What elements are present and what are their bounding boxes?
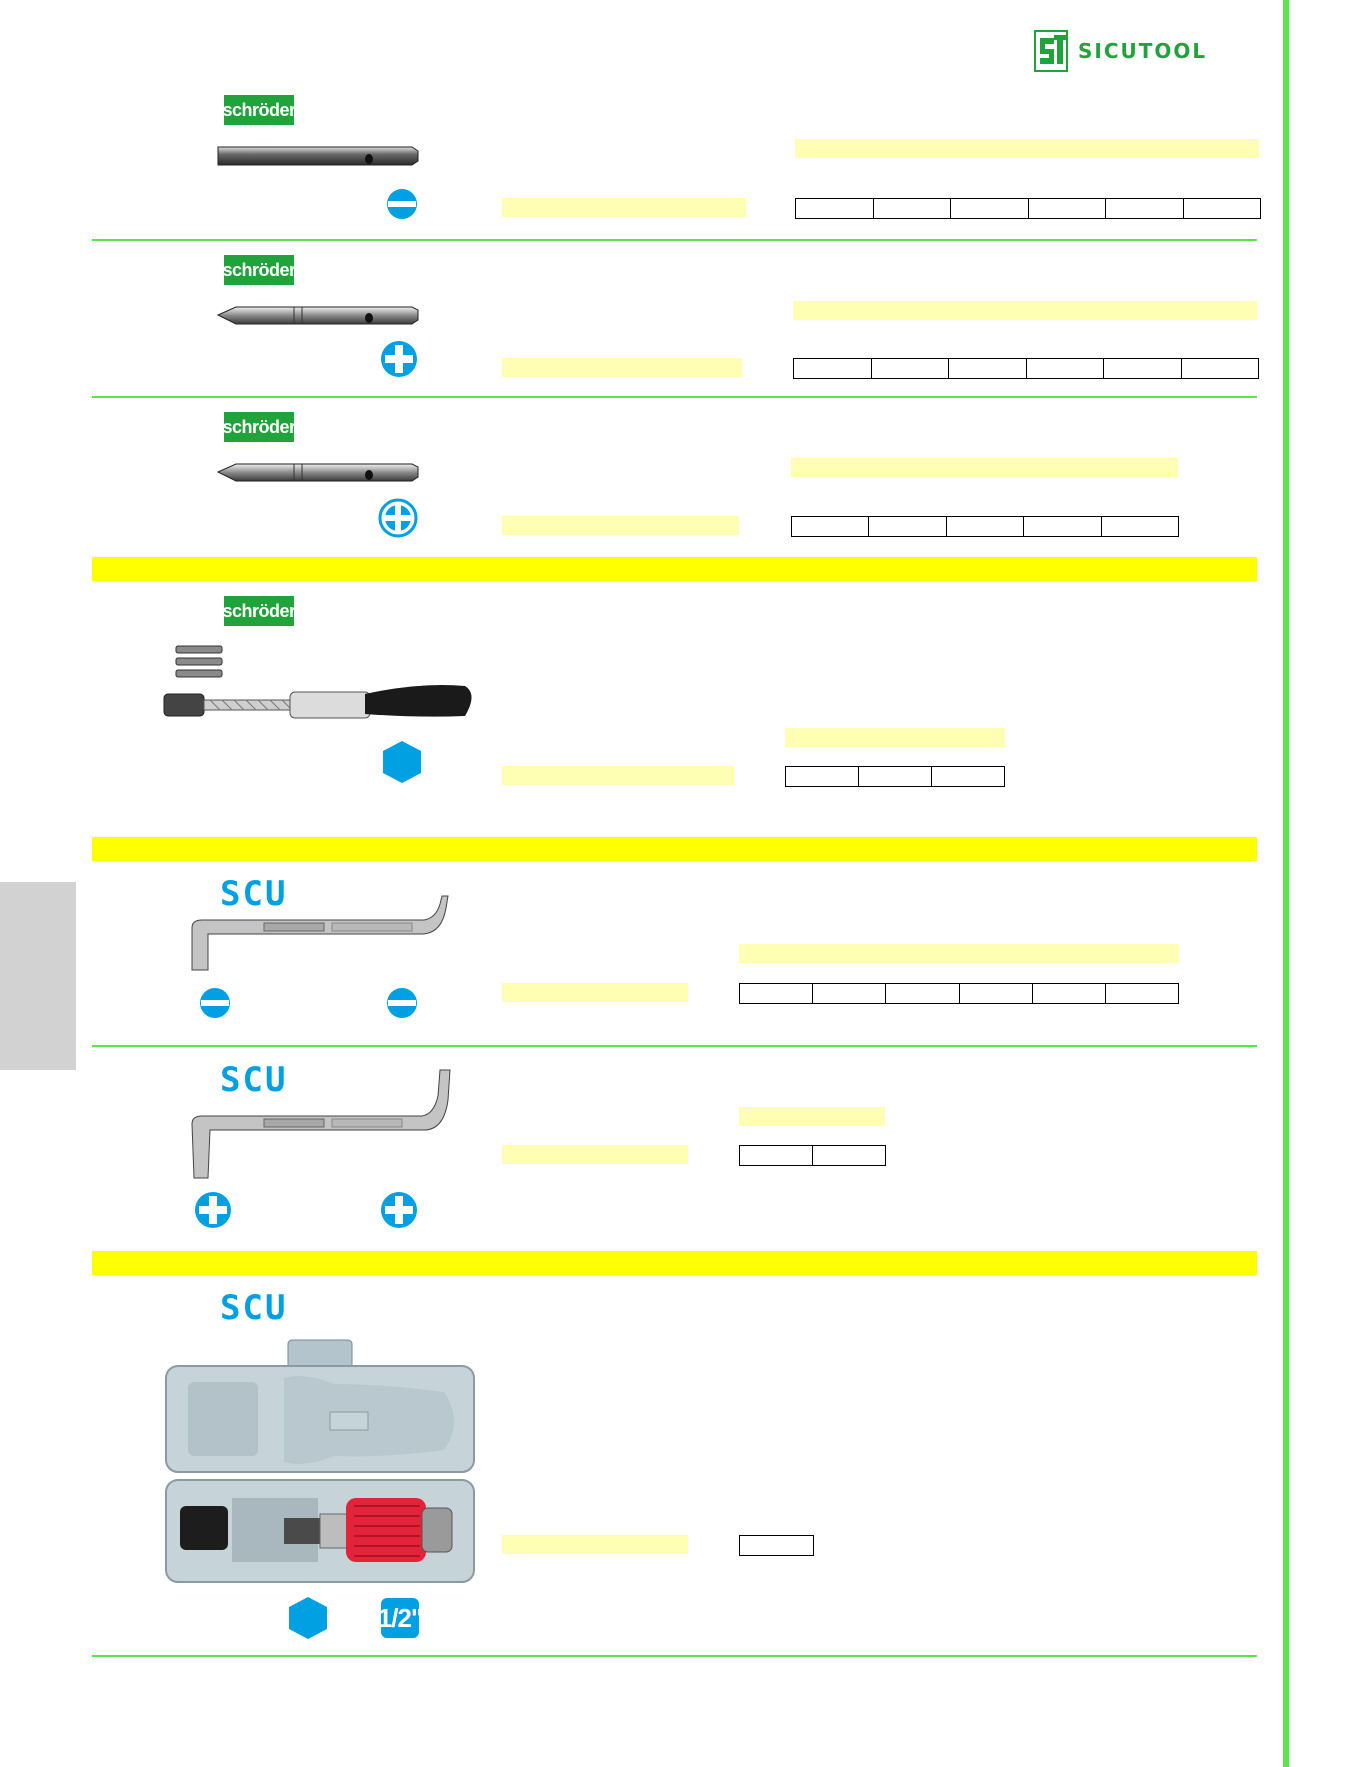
row1-size-table [795,198,1261,219]
schroder-logo: schröder [222,412,296,442]
table-cell [949,359,1027,378]
row-separator [92,1655,1257,1657]
row6-code-highlight [502,1145,688,1164]
side-tab [0,882,76,1070]
offset-phillips-screwdriver-image [191,1069,451,1179]
table-cell [794,359,872,378]
schroder-logo: schröder [222,255,296,285]
table-cell [740,1146,813,1165]
table-cell [947,517,1025,536]
table-cell [1027,359,1104,378]
offset-slotted-screwdriver-image [191,895,449,971]
row4-code-highlight [502,766,734,785]
section-band [92,837,1257,861]
row5-header-highlight [739,944,1179,963]
slotted-bit-image [217,146,419,166]
table-cell [886,984,960,1003]
scu-logo: SCU [220,1060,288,1100]
row-separator [92,1045,1257,1047]
table-cell [859,767,932,786]
table-cell [951,199,1029,218]
row1-header-highlight [795,139,1259,158]
impact-driver-set-image [165,1339,475,1583]
hex-icon [383,741,421,783]
table-cell [1182,359,1259,378]
row4-header-highlight [785,728,1005,747]
row2-code-highlight [502,358,742,377]
row6-header-highlight [739,1107,885,1126]
table-cell [960,984,1033,1003]
brand-name: SICUTOOL [1078,39,1208,63]
section-band [92,1251,1257,1275]
hex-icon [289,1597,327,1639]
sicutool-logo-icon [1034,30,1068,72]
table-cell [1102,517,1178,536]
table-cell [1029,199,1106,218]
table-cell [1024,517,1102,536]
pozidriv-bit-image [216,463,419,482]
table-cell [796,199,874,218]
row-separator [92,396,1257,398]
table-cell [1104,359,1182,378]
row4-size-table [785,766,1005,787]
table-cell [813,1146,885,1165]
slotted-tip-icon [387,988,417,1018]
row7-code-highlight [502,1535,688,1554]
phillips-tip-icon [195,1192,231,1228]
table-cell [1106,199,1184,218]
sicutool-logo: SICUTOOL [1034,30,1224,72]
table-cell [872,359,949,378]
table-cell [792,517,870,536]
section-band [92,557,1257,581]
row3-header-highlight [791,458,1178,477]
scu-logo: SCU [220,1288,288,1328]
table-cell [813,984,887,1003]
row7-size-table [739,1535,814,1556]
schroder-logo: schröder [222,95,296,125]
phillips-tip-icon [381,1192,417,1228]
row5-size-table [739,983,1179,1004]
table-cell [1184,199,1261,218]
page-edge-rule [1283,0,1289,1767]
row3-size-table [791,516,1179,537]
row-separator [92,239,1257,241]
drive-size-badge: 1/2" [378,1598,423,1638]
row1-code-highlight [502,198,746,217]
table-cell [1033,984,1106,1003]
pozidriv-tip-icon [378,498,418,538]
table-cell [932,767,1004,786]
table-cell [740,984,814,1003]
row5-code-highlight [502,983,688,1002]
row6-size-table [739,1145,886,1166]
table-cell [874,199,951,218]
spiral-ratchet-screwdriver-image [163,645,472,719]
table-cell [740,1536,813,1555]
slotted-tip-icon [387,189,417,219]
phillips-tip-icon [381,341,417,377]
row2-size-table [793,358,1259,379]
table-cell [869,517,947,536]
table-cell [1106,984,1178,1003]
schroder-logo: schröder [222,596,296,626]
scu-logo: SCU [220,874,288,914]
row3-code-highlight [502,516,739,535]
phillips-bit-image [216,306,419,325]
row2-header-highlight [793,301,1257,320]
slotted-tip-icon [200,988,230,1018]
table-cell [786,767,859,786]
